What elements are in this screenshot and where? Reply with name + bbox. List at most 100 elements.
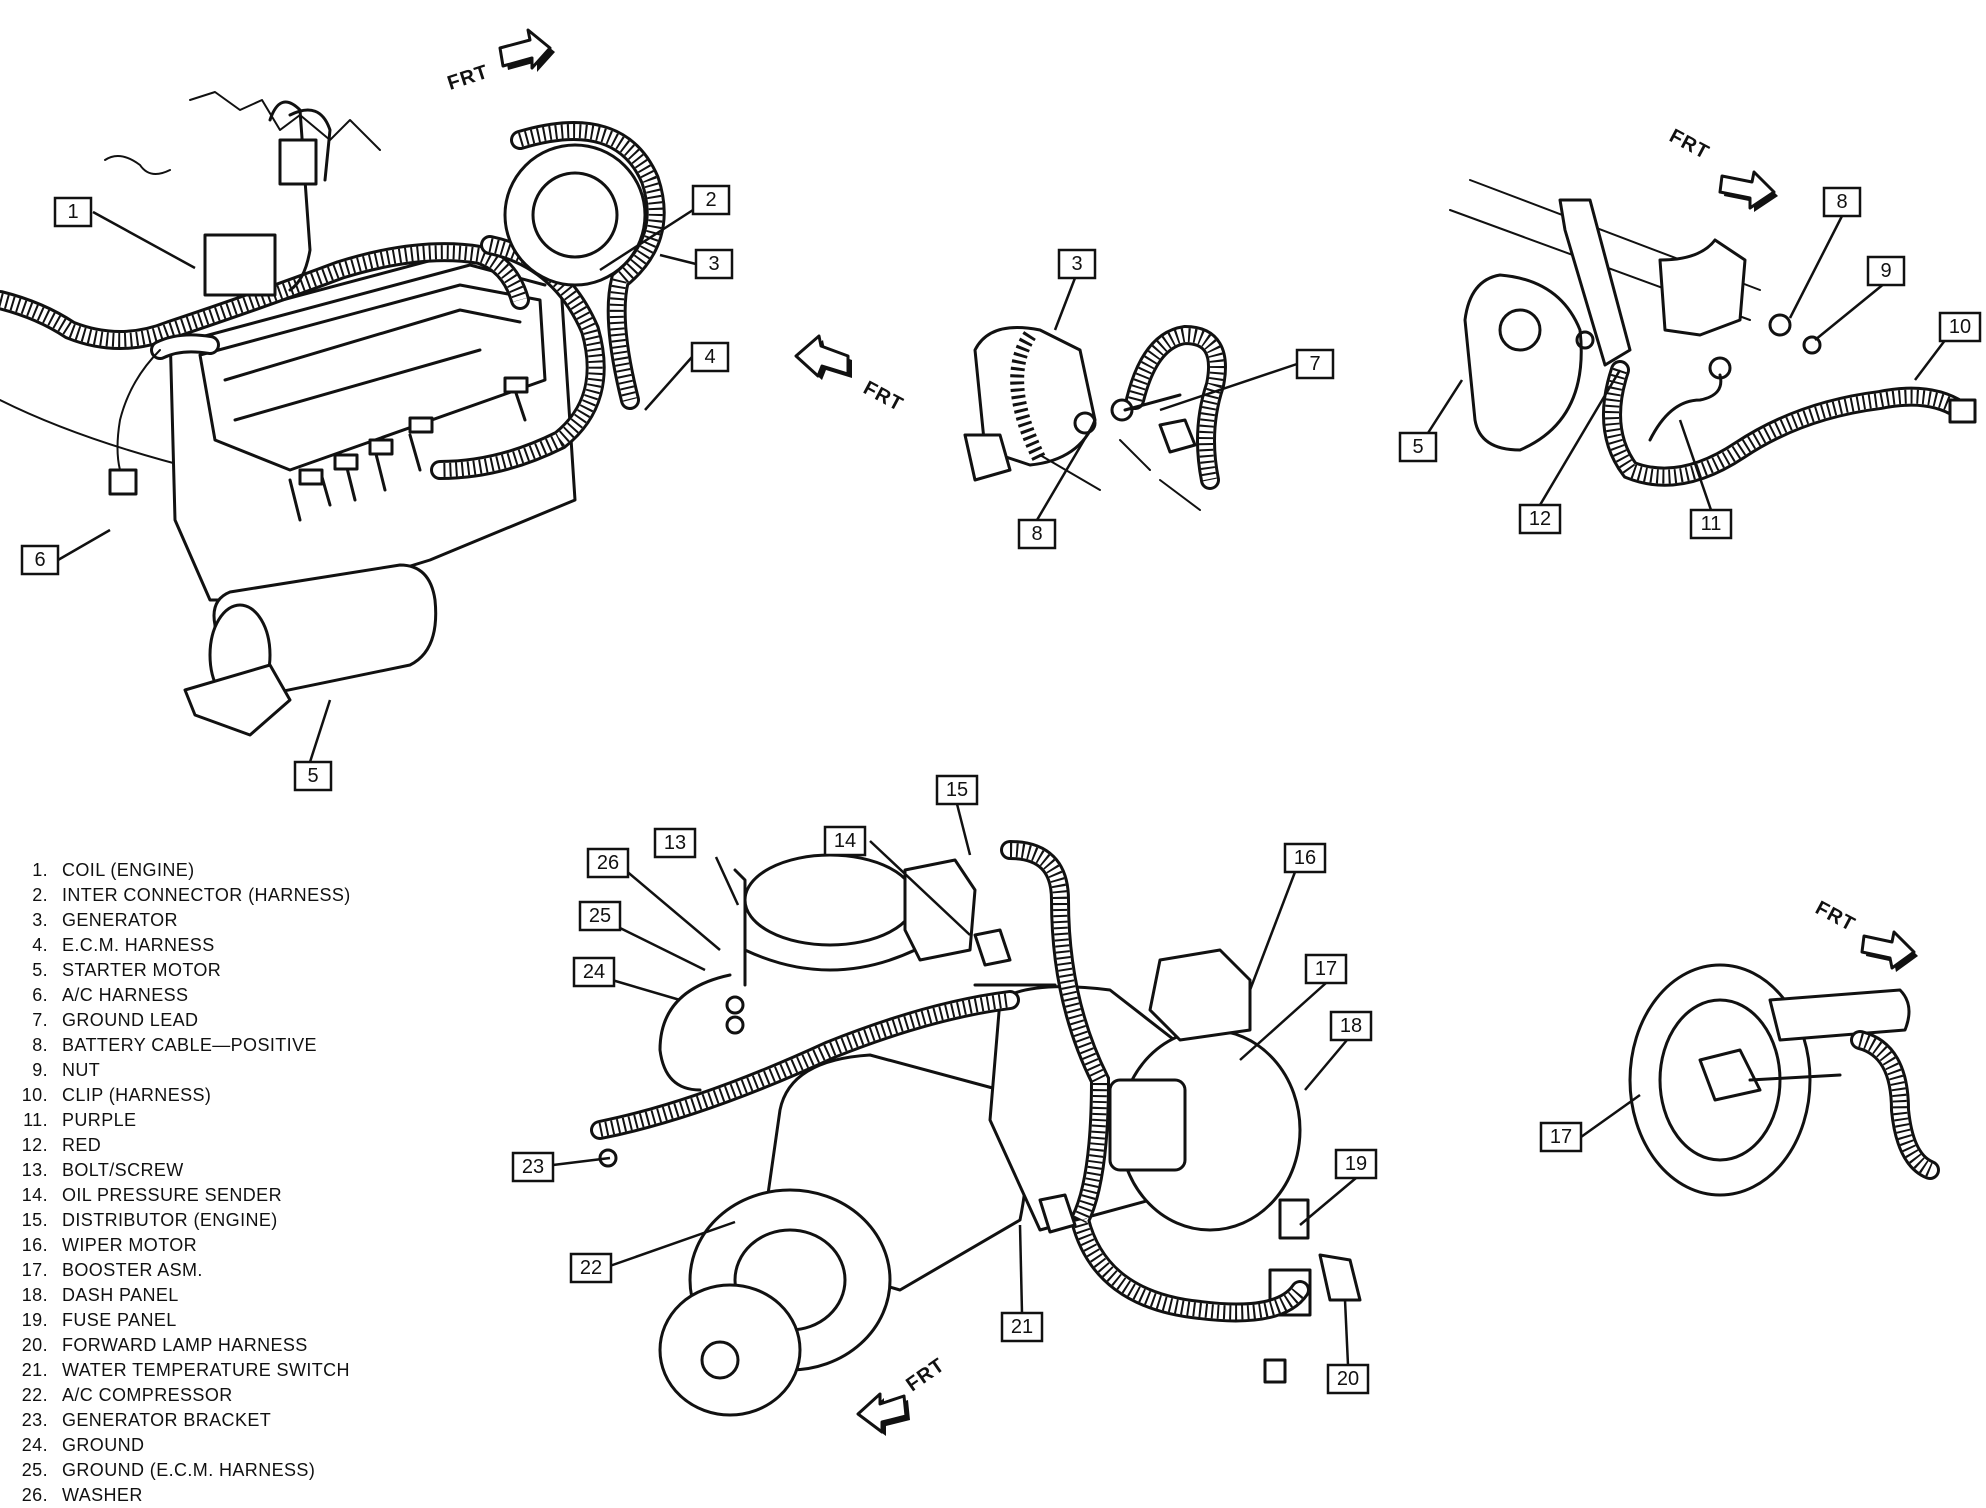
starter-detail-view [1449,179,1977,487]
svg-text:7: 7 [1309,353,1320,375]
callout-17b: 17 [1539,1121,1583,1153]
legend-item: 24.GROUND [21,1435,145,1455]
callout-6: 6 [20,544,60,576]
starter-motor-drawing [183,563,438,737]
frt-indicator-4: FRT [856,1354,949,1436]
svg-text:9: 9 [1880,260,1891,282]
legend-item: 20.FORWARD LAMP HARNESS [21,1335,308,1355]
svg-text:FRT: FRT [1666,125,1713,164]
legend-item: 6.A/C HARNESS [32,985,189,1005]
frt-indicator-1: FRT [445,28,555,95]
svg-text:10: 10 [1949,316,1971,338]
legend-item: 11.PURPLE [23,1110,137,1130]
callout-10: 10 [1938,311,1982,343]
svg-text:18: 18 [1340,1015,1362,1037]
callout-15: 15 [935,774,979,806]
booster-view [1628,963,1940,1197]
callout-22: 22 [569,1252,613,1284]
legend-item: 13.BOLT/SCREW [21,1160,184,1180]
svg-text:8: 8 [1031,523,1042,545]
callout-2: 2 [691,184,731,216]
legend-item: 3.GENERATOR [32,910,178,930]
callout-3: 3 [694,248,734,280]
callout-8b: 8 [1822,186,1862,218]
legend-item: 16.WIPER MOTOR [21,1235,198,1255]
callouts: 1 2 3 4 6 5 3 7 8 8 9 10 5 12 11 15 14 1… [20,184,1982,1395]
callout-24: 24 [572,956,616,988]
engine-view [0,91,666,737]
svg-text:3: 3 [708,253,719,275]
svg-text:FRT: FRT [1812,897,1859,936]
legend-item: 23.GENERATOR BRACKET [21,1410,272,1430]
callout-21: 21 [1000,1311,1044,1343]
svg-text:3: 3 [1071,253,1082,275]
svg-text:12: 12 [1529,508,1551,530]
ac-harness-connector [108,468,138,496]
frt-indicator-5: FRT [1812,897,1918,972]
frt-indicator-2: FRT [794,334,907,416]
callout-5b: 5 [1398,431,1438,463]
legend-item: 12.RED [21,1135,102,1155]
callout-11: 11 [1689,508,1733,540]
svg-text:16: 16 [1294,847,1316,869]
svg-text:26: 26 [597,852,619,874]
legend-item: 18.DASH PANEL [21,1285,179,1305]
svg-text:23: 23 [522,1156,544,1178]
callout-23: 23 [511,1151,555,1183]
svg-text:FRT: FRT [860,377,907,416]
callout-4: 4 [690,341,730,373]
callout-5: 5 [293,760,333,792]
svg-text:5: 5 [307,765,318,787]
callout-1: 1 [53,196,93,228]
svg-text:15: 15 [946,779,968,801]
callout-25: 25 [578,900,622,932]
callout-9: 9 [1866,255,1906,287]
svg-text:17: 17 [1315,958,1337,980]
svg-text:19: 19 [1345,1153,1367,1175]
generator-detail-view [963,324,1227,511]
svg-text:4: 4 [704,346,715,368]
svg-text:2: 2 [705,189,716,211]
frt-indicator-3: FRT [1666,125,1778,212]
svg-text:8: 8 [1836,191,1847,213]
callout-14: 14 [823,825,867,857]
legend-item: 10.CLIP (HARNESS) [21,1085,212,1105]
svg-text:17: 17 [1550,1126,1572,1148]
callout-26: 26 [586,847,630,879]
legend-item: 7.GROUND LEAD [32,1010,199,1030]
legend-item: 26.WASHER [21,1485,143,1505]
legend-item: 4.E.C.M. HARNESS [32,935,215,955]
callout-8: 8 [1017,518,1057,550]
legend-item: 25.GROUND (E.C.M. HARNESS) [21,1460,316,1480]
callout-17: 17 [1304,953,1348,985]
callout-20: 20 [1326,1363,1370,1395]
svg-text:11: 11 [1701,513,1722,535]
svg-text:FRT: FRT [445,61,492,95]
callout-16: 16 [1283,842,1327,874]
svg-text:1: 1 [67,201,78,223]
svg-text:14: 14 [834,830,856,852]
legend-item: 5.STARTER MOTOR [32,960,222,980]
callout-3b: 3 [1057,248,1097,280]
parts-legend: 1.COIL (ENGINE) 2.INTER CONNECTOR (HARNE… [14,858,434,1508]
svg-text:6: 6 [34,549,45,571]
callout-19: 19 [1334,1148,1378,1180]
legend-item: 1.COIL (ENGINE) [32,860,195,880]
callout-13: 13 [653,827,697,859]
legend-item: 19.FUSE PANEL [21,1310,177,1330]
svg-text:22: 22 [580,1257,602,1279]
svg-text:21: 21 [1011,1316,1033,1338]
legend-item: 9.NUT [32,1060,101,1080]
legend-item: 21.WATER TEMPERATURE SWITCH [21,1360,350,1380]
callout-18: 18 [1329,1010,1373,1042]
callout-12: 12 [1518,503,1562,535]
svg-text:5: 5 [1412,436,1423,458]
svg-text:20: 20 [1337,1368,1359,1390]
valve-cover [198,283,547,472]
legend-item: 15.DISTRIBUTOR (ENGINE) [21,1210,278,1230]
legend-item: 17.BOOSTER ASM. [21,1260,203,1280]
svg-text:25: 25 [589,905,611,927]
svg-text:13: 13 [664,832,686,854]
legend-item: 2.INTER CONNECTOR (HARNESS) [32,885,351,905]
